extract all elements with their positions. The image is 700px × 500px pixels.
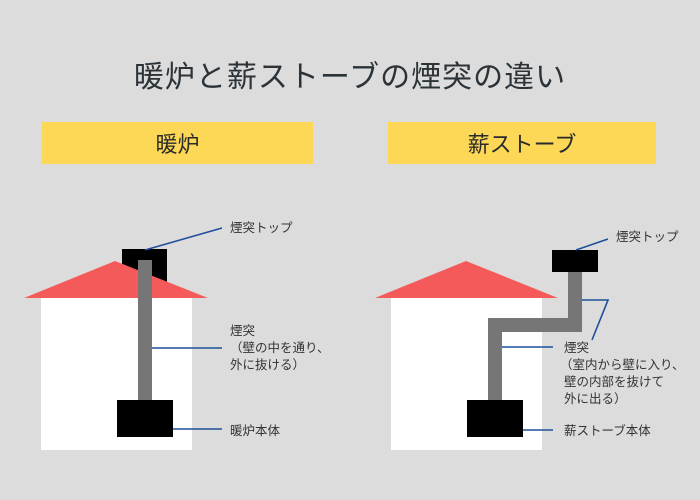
- chimney-pipe-lower: [488, 318, 502, 402]
- wood-stove-header-label: 薪ストーブ: [467, 133, 577, 158]
- stove-body-label: 薪ストーブ本体: [564, 423, 651, 438]
- chimney-pipe: [138, 260, 152, 402]
- page-title: 暖炉と薪ストーブの煙突の違い: [133, 60, 567, 95]
- fireplace-chimney-top-label: 煙突トップ: [230, 220, 293, 235]
- roof: [375, 261, 558, 298]
- fireplace-header-label: 暖炉: [155, 133, 200, 158]
- chimney-pipe-horizontal: [488, 318, 582, 332]
- wood-stove-header: 薪ストーブ: [388, 122, 656, 164]
- roof: [24, 261, 208, 298]
- stove-chimney-desc-3: 外に出る）: [564, 391, 627, 406]
- chimney-pipe-upper: [568, 272, 582, 332]
- fireplace-chimney-desc-2: 外に抜ける）: [230, 357, 306, 372]
- stove-chimney-desc-2: 壁の内部を抜けて: [564, 374, 665, 389]
- stove-chimney-desc-1: （室内から壁に入り、: [560, 357, 685, 372]
- stove-body-block: [467, 400, 523, 437]
- stove-chimney-label: 煙突: [564, 340, 590, 355]
- chimney-top-block: [552, 250, 598, 272]
- wood-stove-house: [375, 238, 610, 450]
- fireplace-header: 暖炉: [42, 122, 313, 164]
- fireplace-chimney-desc-1: （壁の中を通り、: [230, 340, 330, 355]
- leader-line-chimney-outer: [582, 299, 610, 341]
- stove-chimney-top-label: 煙突トップ: [616, 229, 679, 244]
- fireplace-chimney-label: 煙突: [230, 323, 256, 338]
- fireplace-body-label: 暖炉本体: [230, 423, 281, 438]
- fireplace-house: [24, 227, 223, 450]
- leader-line-chimney-top: [575, 238, 609, 251]
- fireplace-body-block: [117, 400, 173, 437]
- leader-line-chimney-top: [144, 227, 223, 251]
